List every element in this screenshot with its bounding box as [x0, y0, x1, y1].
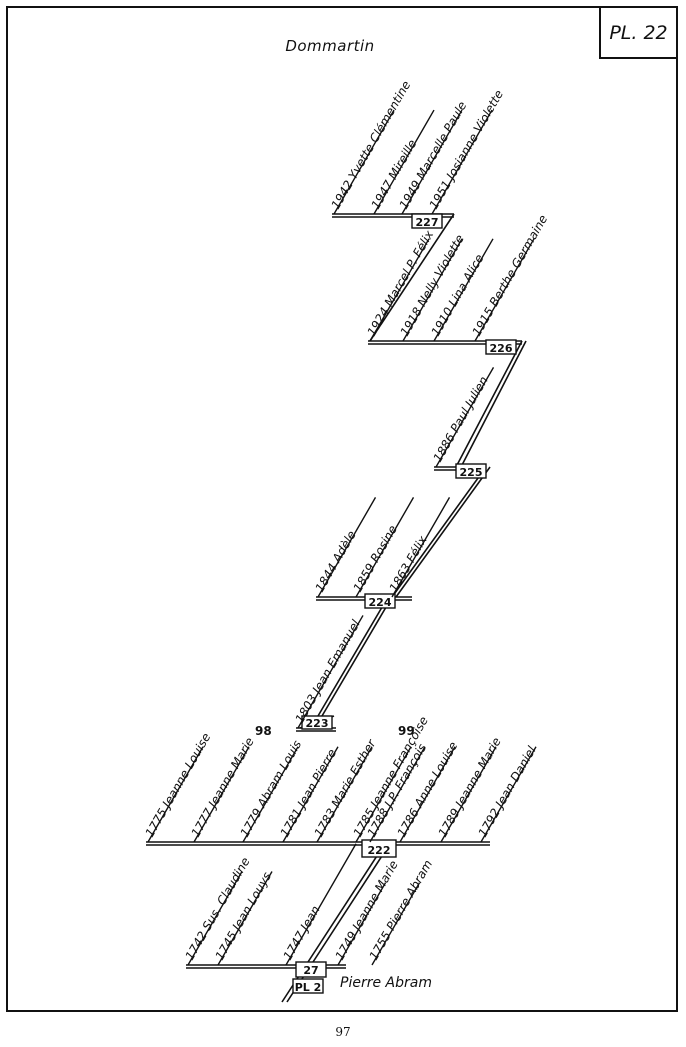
root-person-name: Pierre Abram	[340, 975, 432, 991]
child-line	[440, 746, 497, 843]
child-label-1785-jeanne-francoise: 1785 Jeanne Françoise	[350, 714, 430, 839]
page-number: 97	[335, 1025, 351, 1039]
child-line	[391, 497, 451, 598]
node-box	[295, 961, 327, 978]
node-number-227: 227	[416, 216, 439, 229]
child-line	[431, 109, 493, 215]
child-line	[369, 238, 430, 342]
plate-frame	[6, 6, 678, 1012]
node-box	[361, 839, 397, 858]
connector-line	[455, 340, 523, 468]
child-line	[373, 109, 435, 215]
connector-line	[321, 596, 393, 717]
node-number-27: 27	[303, 964, 318, 977]
child-line	[193, 746, 250, 843]
node-number-223: 223	[306, 717, 329, 730]
child-label-1803-jean-emanuel: 1803 Jean Emanuel	[292, 617, 363, 726]
child-line	[317, 497, 377, 598]
root-plate-reference: PL 2	[295, 981, 322, 994]
node-box	[364, 593, 396, 609]
child-label-1863-felix: 1863 Félix	[386, 533, 430, 595]
node-box	[301, 715, 333, 730]
connector-line	[395, 466, 491, 598]
child-line	[337, 882, 387, 966]
child-line	[399, 746, 456, 843]
child-line	[371, 882, 421, 966]
child-line	[242, 746, 299, 843]
child-line	[435, 367, 495, 468]
child-line	[217, 871, 273, 966]
node-box	[411, 213, 443, 229]
connector-line	[317, 596, 389, 717]
root-ref-box	[292, 978, 324, 994]
connector-line	[369, 213, 455, 342]
plate-number: PL. 22	[609, 21, 668, 44]
child-label-1747-jean: 1747 Jean	[280, 903, 322, 962]
diagram-title: Dommartin	[285, 37, 375, 55]
child-line	[369, 746, 426, 843]
child-label-1749-jeanne-marie: 1749 Jeanne Marie	[332, 858, 400, 962]
child-line	[187, 871, 243, 966]
child-line	[316, 746, 373, 843]
child-line	[147, 746, 204, 843]
child-line	[401, 109, 463, 215]
child-line	[433, 238, 494, 342]
node-number-226: 226	[490, 342, 513, 355]
node-number-225: 225	[460, 466, 483, 479]
connector-line	[391, 466, 487, 598]
plate-reference-98: 98	[255, 724, 272, 738]
node-number-224: 224	[369, 596, 392, 609]
child-label-1755-pierre-abram: 1755 Pierre Abram	[366, 857, 435, 962]
node-number-222: 222	[368, 844, 391, 857]
child-label-1915-berthe-germaine: 1915 Berthe Germaine	[469, 213, 550, 339]
child-line	[355, 746, 412, 843]
node-box	[485, 339, 517, 355]
plate-reference-99: 99	[398, 724, 415, 738]
child-line	[474, 238, 535, 342]
child-line	[480, 746, 537, 843]
child-line	[285, 843, 357, 966]
node-box	[455, 463, 487, 479]
child-line	[333, 109, 395, 215]
connector-line	[460, 340, 527, 468]
child-line	[282, 746, 339, 843]
plate-number-box: PL. 22	[599, 6, 678, 59]
child-line	[402, 238, 463, 342]
child-label-1745-jean-louys: 1745 Jean Louys	[212, 870, 274, 963]
child-line	[355, 497, 415, 598]
child-line	[297, 615, 364, 729]
child-label-1942-yvette-clementine: 1942 Yvette Clémentine	[328, 78, 413, 211]
